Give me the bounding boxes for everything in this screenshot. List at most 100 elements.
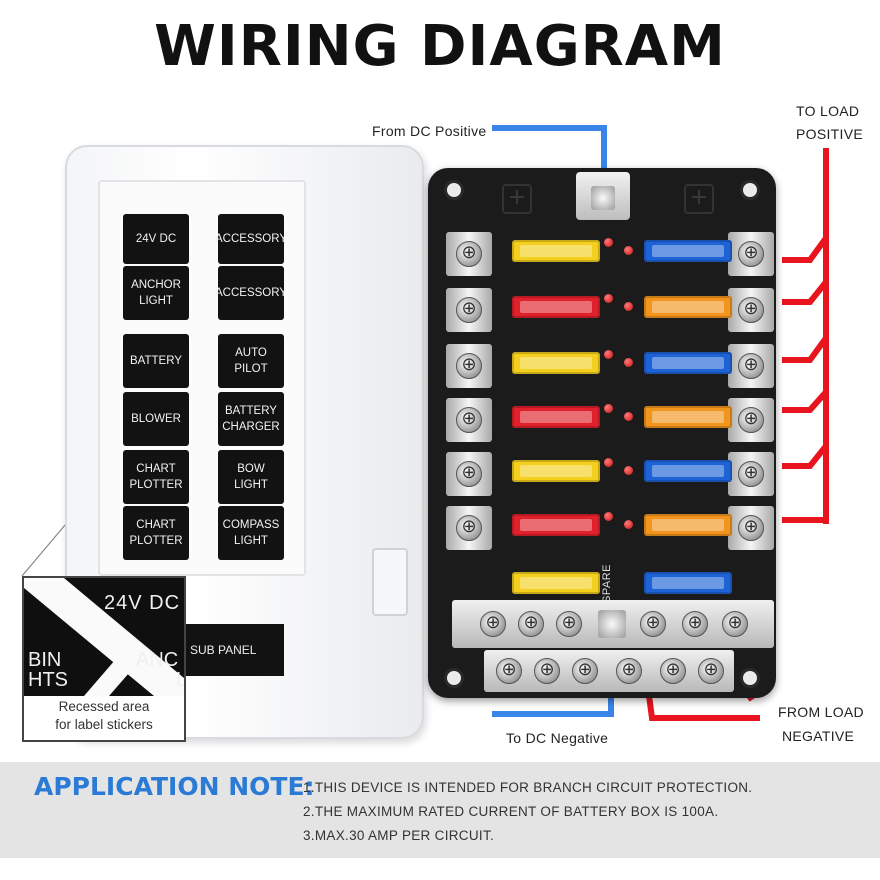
indicator-led <box>604 294 613 303</box>
label-sticker: COMPASS LIGHT <box>218 506 284 560</box>
label-sticker-text: ACCESSORY <box>215 233 288 245</box>
blade-fuse-red[interactable] <box>512 296 600 318</box>
negative-screw-icon[interactable]: ⊕ <box>722 611 748 637</box>
negative-screw-icon[interactable]: ⊕ <box>572 658 598 684</box>
indicator-led <box>624 520 633 529</box>
blade-fuse-orange[interactable] <box>644 296 732 318</box>
label-sticker-text: PLOTTER <box>129 535 183 547</box>
blade-fuse-red[interactable] <box>512 406 600 428</box>
zoom-text-cabin-2: HTS <box>28 669 68 691</box>
negative-screw-icon[interactable]: ⊕ <box>640 611 666 637</box>
application-note-line-1: 1.THIS DEVICE IS INTENDED FOR BRANCH CIR… <box>303 780 753 795</box>
negative-screw-icon[interactable]: ⊕ <box>616 658 642 684</box>
negative-screw-icon[interactable]: ⊕ <box>480 611 506 637</box>
label-sticker-text: LIGHT <box>234 479 268 491</box>
label-sticker-text: BOW <box>237 463 265 475</box>
blade-fuse-yellow[interactable] <box>512 352 600 374</box>
negative-screw-icon[interactable]: ⊕ <box>660 658 686 684</box>
label-sticker-text: PLOTTER <box>129 479 183 491</box>
terminal-screw-icon[interactable]: ⊕ <box>456 515 482 541</box>
indicator-led <box>624 412 633 421</box>
terminal-screw-icon[interactable]: ⊕ <box>738 353 764 379</box>
indicator-led <box>604 458 613 467</box>
terminal-screw-icon[interactable]: ⊕ <box>738 297 764 323</box>
indicator-led <box>624 466 633 475</box>
dc-positive-wire <box>492 125 607 178</box>
zoom-sticker-closeup: 24V DC BIN HTS ANC LI <box>24 578 184 696</box>
negative-screw-icon[interactable]: ⊕ <box>698 658 724 684</box>
zoom-caption-2: for label stickers <box>55 717 153 732</box>
label-sticker-text: LIGHT <box>234 535 268 547</box>
label-sticker-text: BATTERY <box>225 405 277 417</box>
terminal-screw-icon[interactable]: ⊕ <box>456 241 482 267</box>
application-note-line-2: 2.THE MAXIMUM RATED CURRENT OF BATTERY B… <box>303 804 719 819</box>
load-positive-wires <box>782 148 829 524</box>
negative-screw-icon[interactable]: ⊕ <box>682 611 708 637</box>
label-sticker-text: CHART <box>136 463 176 475</box>
load-negative-label-2: NEGATIVE <box>782 728 855 744</box>
blade-fuse-yellow[interactable] <box>512 460 600 482</box>
negative-screw-icon[interactable]: ⊕ <box>534 658 560 684</box>
mount-hole-bottom-right <box>740 668 760 688</box>
label-sticker: BOW LIGHT <box>218 450 284 504</box>
zoom-text-anchor: ANC LI <box>136 650 184 690</box>
terminal-screw-icon[interactable]: ⊕ <box>738 407 764 433</box>
label-sticker: CHART PLOTTER <box>123 450 189 504</box>
application-note-title: APPLICATION NOTE: <box>34 772 315 801</box>
label-sticker-text: COMPASS <box>222 519 280 531</box>
label-sticker-text: CHART <box>136 519 176 531</box>
terminal-screw-icon[interactable]: ⊕ <box>738 515 764 541</box>
label-sticker: ANCHOR LIGHT <box>123 266 189 320</box>
blade-fuse-red[interactable] <box>512 514 600 536</box>
blade-fuse-blue[interactable] <box>644 240 732 262</box>
terminal-screw-icon[interactable]: ⊕ <box>456 353 482 379</box>
label-sticker-text: BLOWER <box>131 413 181 425</box>
indicator-led <box>624 302 633 311</box>
terminal-screw-icon[interactable]: ⊕ <box>456 297 482 323</box>
terminal-screw-icon[interactable]: ⊕ <box>456 407 482 433</box>
load-positive-label-1: TO LOAD <box>796 103 860 119</box>
label-sticker-text: ANCHOR <box>131 279 181 291</box>
blade-fuse-yellow[interactable] <box>512 572 600 594</box>
plus-icon: + <box>684 184 714 214</box>
zoom-text-24v: 24V DC <box>104 592 181 614</box>
blade-fuse-blue[interactable] <box>644 572 732 594</box>
label-sticker-text: LIGHT <box>139 295 173 307</box>
application-note-line-3: 3.MAX.30 AMP PER CIRCUIT. <box>303 828 495 843</box>
label-sticker: ACCESSORY <box>215 266 288 320</box>
blade-fuse-blue[interactable] <box>644 460 732 482</box>
zoom-text-cabin-1: BIN <box>28 649 62 671</box>
load-positive-label-2: POSITIVE <box>796 126 863 142</box>
blade-fuse-orange[interactable] <box>644 406 732 428</box>
label-sticker: BATTERY <box>123 334 189 388</box>
dc-positive-label: From DC Positive <box>372 123 487 139</box>
blade-fuse-yellow[interactable] <box>512 240 600 262</box>
indicator-led <box>624 358 633 367</box>
terminal-screw-icon[interactable]: ⊕ <box>738 461 764 487</box>
negative-screw-icon[interactable]: ⊕ <box>556 611 582 637</box>
label-sticker-text: CHARGER <box>222 421 280 433</box>
negative-screw-icon[interactable]: ⊕ <box>518 611 544 637</box>
indicator-led <box>604 404 613 413</box>
terminal-screw-icon[interactable]: ⊕ <box>738 241 764 267</box>
negative-bus-lower <box>484 650 734 692</box>
label-sticker: BATTERY CHARGER <box>218 392 284 446</box>
positive-stud-nut <box>591 186 615 210</box>
indicator-led <box>604 238 613 247</box>
label-sticker: BLOWER <box>123 392 189 446</box>
negative-screw-icon[interactable]: ⊕ <box>496 658 522 684</box>
indicator-led <box>604 350 613 359</box>
blade-fuse-blue[interactable] <box>644 352 732 374</box>
label-sticker-text: BATTERY <box>130 355 182 367</box>
label-sticker-text: AUTO <box>235 347 267 359</box>
zoom-text-anchor-2: LI <box>136 670 184 690</box>
label-sticker-text: ACCESSORY <box>215 287 288 299</box>
dc-negative-label: To DC Negative <box>506 730 609 746</box>
indicator-led <box>604 512 613 521</box>
terminal-screw-icon[interactable]: ⊕ <box>456 461 482 487</box>
indicator-led <box>624 246 633 255</box>
blade-fuse-orange[interactable] <box>644 514 732 536</box>
spare-label: SPARE <box>601 564 613 603</box>
zoom-text-cabin: BIN HTS <box>28 650 68 690</box>
